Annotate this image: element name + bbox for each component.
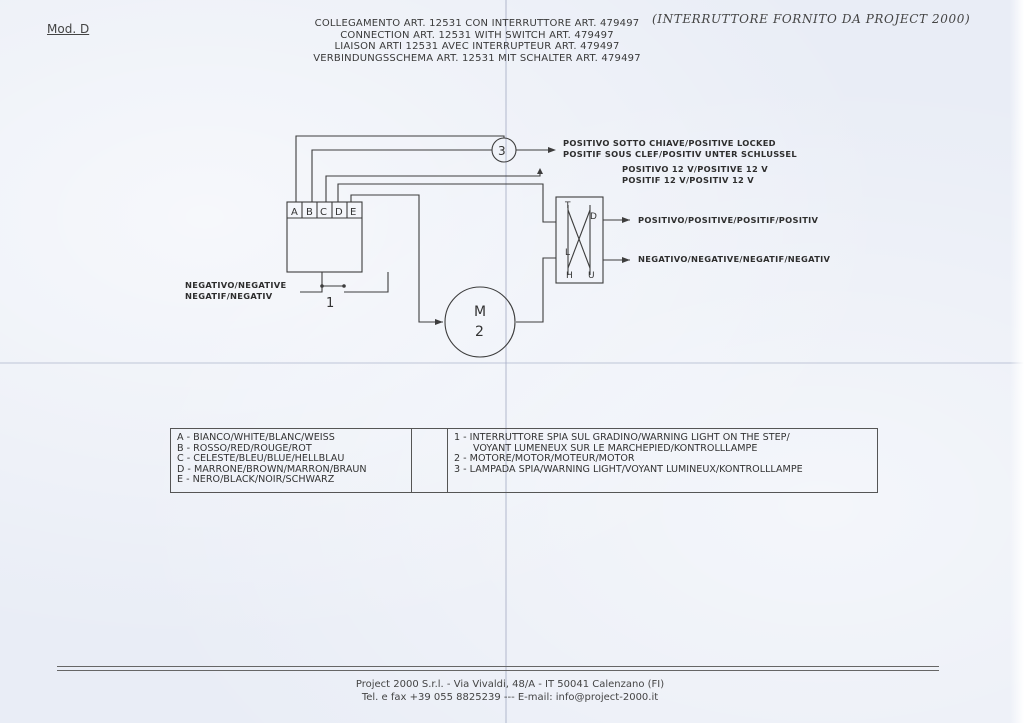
connector-block — [286, 201, 363, 273]
arrow-icon — [537, 168, 543, 174]
step-switch-number: 1 — [326, 296, 334, 311]
label-positive-locked-line2: POSITIF SOUS CLEF/POSITIV UNTER SCHLUSSE… — [563, 149, 797, 159]
label-negative-right: NEGATIVO/NEGATIVE/NEGATIF/NEGATIV — [638, 254, 831, 264]
label-positive-12v-line2: POSITIF 12 V/POSITIV 12 V — [622, 175, 754, 185]
label-positive-12v-line1: POSITIVO 12 V/POSITIVE 12 V — [622, 164, 768, 174]
footer-address: Project 2000 S.r.l. - Via Vivaldi, 48/A … — [355, 679, 665, 690]
legend-components: 1 - INTERRUTTORE SPIA SUL GRADINO/WARNIN… — [454, 432, 803, 475]
wire-b — [311, 149, 492, 202]
legend-component-1: 1 - INTERRUTTORE SPIA SUL GRADINO/WARNIN… — [454, 432, 790, 443]
label-positive-locked: POSITIVO SOTTO CHIAVE/POSITIVE LOCKED PO… — [563, 138, 797, 160]
rocker-switch-box — [555, 196, 604, 284]
footer-rule — [57, 666, 939, 667]
label-negative-left-line1: NEGATIVO/NEGATIVE — [185, 280, 287, 290]
label-positive: POSITIVO/POSITIVE/POSITIF/POSITIV — [638, 215, 819, 225]
arrow-icon — [548, 147, 556, 153]
arrow-icon — [622, 257, 630, 263]
switch-letter-u: U — [588, 271, 595, 281]
wire-e — [350, 194, 443, 323]
motor-number: 2 — [475, 324, 484, 340]
switch-letter-l: L — [565, 248, 570, 258]
footer: Project 2000 S.r.l. - Via Vivaldi, 48/A … — [300, 678, 720, 704]
motor-symbol — [444, 286, 516, 358]
lamp-number: 3 — [498, 144, 506, 158]
legend-wire-c: C - CELESTE/BLEU/BLUE/HELLBLAU — [177, 453, 345, 465]
title-line-it: COLLEGAMENTO ART. 12531 CON INTERRUTTORE… — [314, 18, 640, 29]
paper-edge — [1010, 0, 1024, 723]
label-negative-left: NEGATIVO/NEGATIVE NEGATIF/NEGATIV — [185, 280, 286, 302]
label-negative-left-line2: NEGATIF/NEGATIV — [185, 291, 273, 301]
arrow-icon — [622, 217, 630, 223]
terminal-a: A — [291, 207, 298, 218]
wire-d — [337, 183, 556, 223]
switch-crossover — [567, 209, 591, 269]
legend-wire-e: E - NERO/BLACK/NOIR/SCHWARZ — [177, 474, 335, 486]
label-positive-12v: POSITIVO 12 V/POSITIVE 12 V POSITIF 12 V… — [622, 164, 768, 186]
legend-component-2: 2 - MOTORE/MOTOR/MOTEUR/MOTOR — [454, 453, 635, 465]
terminal-b: B — [306, 207, 313, 218]
paper-fold-vertical — [505, 0, 507, 723]
wire-motor-switch — [516, 257, 556, 323]
legend-wire-d: D - MARRONE/BROWN/MARRON/BRAUN — [177, 463, 367, 475]
footer-rule — [57, 670, 939, 671]
terminal-c: C — [320, 207, 327, 218]
footer-contact: Tel. e fax +39 055 8825239 --- E-mail: i… — [361, 692, 659, 703]
arrow-icon — [435, 319, 443, 325]
wire-c — [325, 174, 541, 202]
title-line-en: CONNECTION ART. 12531 WITH SWITCH ART. 4… — [340, 29, 614, 41]
label-positive-locked-line1: POSITIVO SOTTO CHIAVE/POSITIVE LOCKED — [563, 138, 776, 148]
legend-wire-b: B - ROSSO/RED/ROUGE/ROT — [177, 442, 312, 454]
paper-fold-horizontal — [0, 362, 1024, 364]
title-line-fr: LIAISON ARTI 12531 AVEC INTERRUPTEUR ART… — [334, 41, 620, 52]
switch-letter-d: D — [590, 212, 597, 222]
switch-letter-h: H — [566, 271, 573, 281]
motor-letter: M — [474, 304, 486, 320]
legend-component-3: 3 - LAMPADA SPIA/WARNING LIGHT/VOYANT LU… — [454, 463, 803, 475]
handwritten-note: (INTERRUTTORE FORNITO DA PROJECT 2000) — [652, 12, 971, 26]
switch-letter-t: T — [564, 201, 571, 211]
document-title: COLLEGAMENTO ART. 12531 CON INTERRUTTORE… — [282, 18, 672, 64]
terminal-d: D — [335, 207, 343, 218]
switch-terminal-dot — [342, 284, 346, 288]
legend-component-1-cont: VOYANT LUMENEUX SUR LE MARCHEPIED/KONTRO… — [473, 442, 758, 454]
wire-a — [295, 135, 505, 202]
title-line-de: VERBINDUNGSSCHEMA ART. 12531 MIT SCHALTE… — [313, 52, 641, 64]
legend-divider — [411, 429, 412, 492]
legend-table: A - BIANCO/WHITE/BLANC/WEISS B - ROSSO/R… — [170, 428, 878, 493]
model-label: Mod. D — [47, 22, 90, 36]
terminal-e: E — [350, 207, 356, 218]
legend-divider — [447, 429, 448, 492]
legend-wire-a: A - BIANCO/WHITE/BLANC/WEISS — [177, 432, 335, 443]
legend-wire-colors: A - BIANCO/WHITE/BLANC/WEISS B - ROSSO/R… — [177, 432, 367, 486]
wire-to-step-switch — [300, 272, 323, 293]
switch-terminal-dot — [320, 284, 324, 288]
wire-step-switch-out — [344, 272, 389, 293]
